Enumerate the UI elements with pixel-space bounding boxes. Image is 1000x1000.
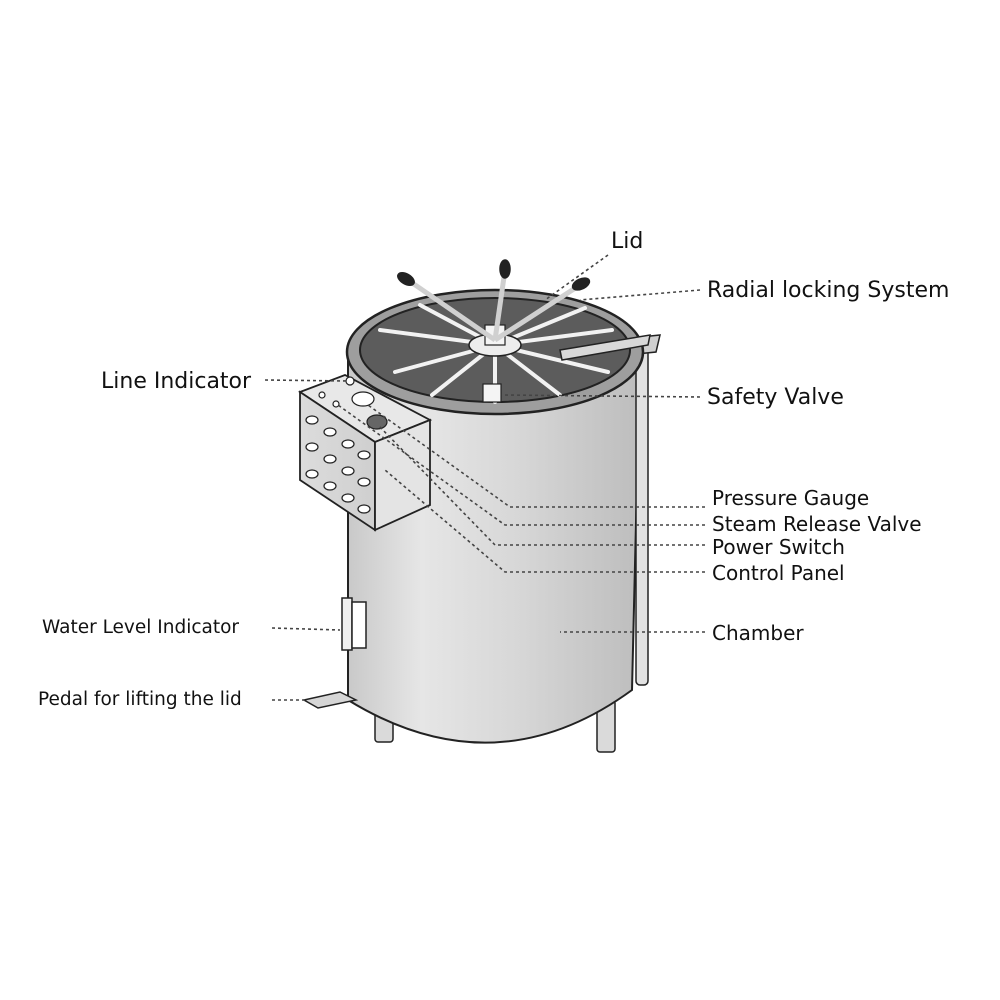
label-control-panel: Control Panel [712,561,845,585]
label-radial-locking-system: Radial locking System [707,278,950,303]
label-line-indicator: Line Indicator [101,369,252,394]
label-lid: Lid [611,229,644,254]
label-pressure-gauge: Pressure Gauge [712,486,870,510]
label-water-level-indicator: Water Level Indicator [42,617,240,638]
safety-valve [482,383,502,403]
label-steam-release-valve: Steam Release Valve [712,512,922,536]
lift-pedal [301,691,359,709]
control-panel-box [298,374,433,532]
label-power-switch: Power Switch [712,535,845,559]
panel-vents [305,415,371,514]
lid-lever [559,334,651,361]
label-chamber: Chamber [712,621,804,645]
label-pedal-for-lifting-the-lid: Pedal for lifting the lid [38,689,242,710]
leader-lines [264,254,705,701]
water-level-gauge [341,597,367,651]
panel-instruments [318,376,388,430]
lid-handles [397,259,591,343]
label-safety-valve: Safety Valve [707,385,844,410]
